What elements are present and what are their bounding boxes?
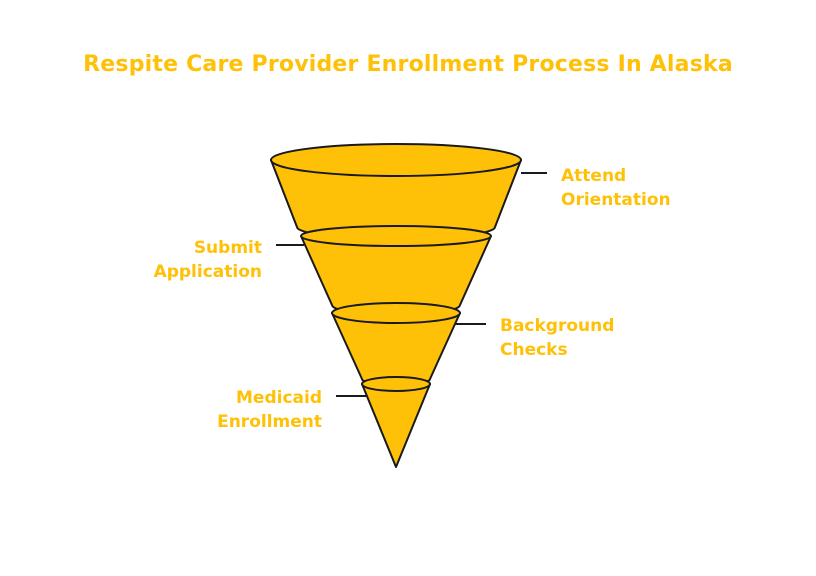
label-line: Application: [153, 262, 262, 282]
label-line: Orientation: [561, 190, 671, 210]
label-line: Background: [500, 316, 615, 336]
label-attend-orientation: Attend Orientation: [561, 164, 671, 212]
funnel-stage-background-checks-top: [331, 302, 461, 324]
label-line: Checks: [500, 340, 568, 360]
label-medicaid-enrollment: Medicaid Enrollment: [217, 386, 322, 434]
diagram-title: Respite Care Provider Enrollment Process…: [83, 52, 733, 77]
label-line: Submit: [193, 238, 262, 258]
funnel-stage-medicaid-enrollment: [361, 383, 431, 468]
funnel-stage-medicaid-enrollment-top: [361, 376, 431, 392]
label-line: Medicaid: [236, 388, 322, 408]
label-line: Enrollment: [217, 412, 322, 432]
label-background-checks: Background Checks: [500, 314, 614, 362]
label-submit-application: Submit Application: [154, 236, 262, 284]
label-line: Attend: [561, 166, 627, 186]
funnel-stage-attend-orientation-top: [270, 143, 522, 177]
funnel-stage-submit-application-top: [300, 225, 492, 247]
